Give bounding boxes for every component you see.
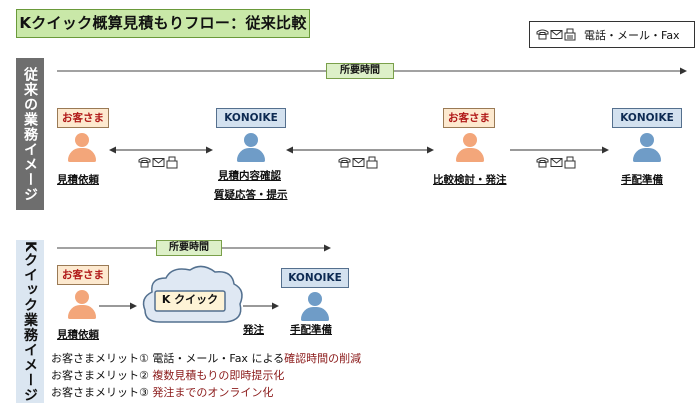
phone-icon — [536, 29, 549, 40]
konoike-icon — [236, 133, 266, 163]
caption-prepare-arrangement: 手配準備 — [621, 174, 663, 186]
tag-customer-2: お客さま — [443, 108, 495, 128]
customer-icon — [67, 133, 97, 163]
caption-request-quote-kquick: 見積依頼 — [57, 329, 99, 341]
section-label-traditional: 従来の業務イメージ — [16, 58, 44, 210]
page-title: Kクイック概算見積もりフロー：従来比較 — [16, 9, 310, 38]
contact-icons-2 — [338, 156, 378, 169]
kquick-system-label: K クイック — [161, 293, 219, 306]
mail-icon — [550, 30, 563, 39]
tag-konoike-kquick: KONOIKE — [281, 268, 349, 288]
section-label-kquick: Kクイック業務イメージ — [16, 240, 44, 403]
customer-icon — [455, 133, 485, 163]
tag-konoike-2: KONOIKE — [612, 108, 682, 128]
caption-qa-present: 質疑応答・提示 — [214, 189, 288, 201]
legend: 電話・メール・Fax — [529, 21, 695, 48]
tag-konoike-1: KONOIKE — [216, 108, 286, 128]
time-label-traditional: 所要時間 — [326, 63, 394, 79]
caption-check-quote: 見積内容確認 — [218, 170, 281, 182]
caption-order: 発注 — [243, 324, 264, 336]
merit-3: お客さまメリット③ 発注までのオンライン化 — [51, 386, 274, 399]
fax-icon — [564, 28, 576, 41]
konoike-icon — [632, 133, 662, 163]
contact-icons-1 — [138, 156, 178, 169]
legend-icons — [536, 28, 576, 41]
customer-icon — [67, 290, 97, 320]
tag-customer-1: お客さま — [57, 108, 109, 128]
konoike-icon — [300, 292, 330, 322]
merit-1: お客さまメリット① 電話・メール・Fax による確認時間の削減 — [51, 352, 362, 365]
time-label-kquick: 所要時間 — [156, 240, 222, 256]
kquick-box — [154, 290, 226, 312]
legend-text: 電話・メール・Fax — [584, 28, 680, 42]
caption-compare-order: 比較検討・発注 — [433, 174, 507, 186]
contact-icons-3 — [536, 156, 576, 169]
tag-customer-kquick: お客さま — [57, 265, 109, 285]
caption-prepare-kquick: 手配準備 — [290, 324, 332, 336]
caption-request-quote: 見積依頼 — [57, 174, 99, 186]
merit-2: お客さまメリット② 複数見積もりの即時提示化 — [51, 369, 285, 382]
